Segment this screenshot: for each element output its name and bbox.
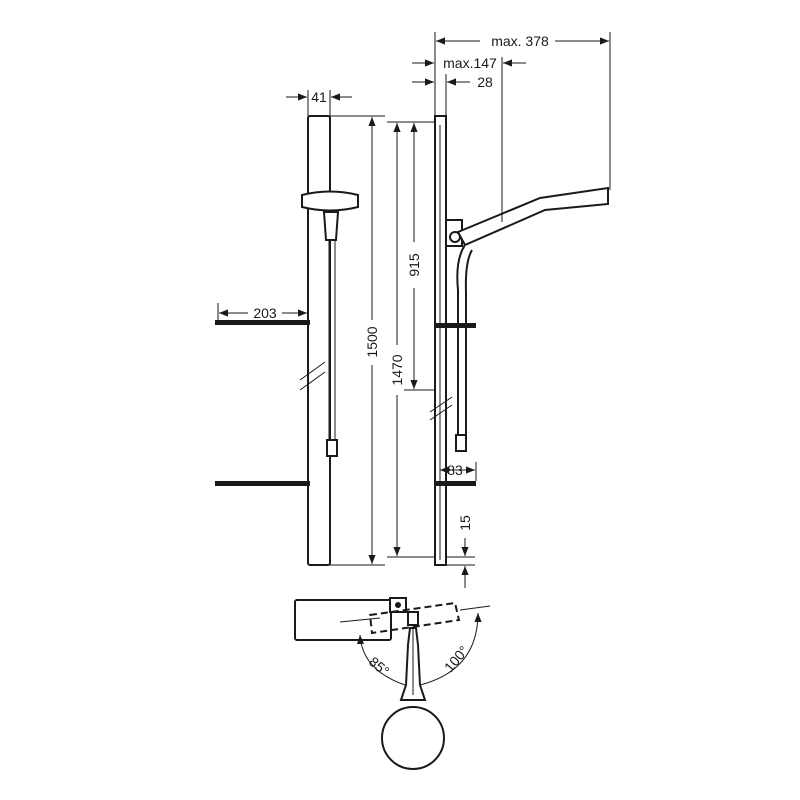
shelf-rotated-dashed	[368, 601, 461, 635]
hose-connector-front	[326, 439, 338, 457]
dim-max-147: max.147	[443, 55, 497, 71]
side-view: max. 378 max.147 28 83 15	[412, 32, 611, 588]
angle-85: 85°	[366, 653, 393, 679]
dim-max-378: max. 378	[491, 33, 549, 49]
break-mark	[299, 361, 326, 391]
shelf-lower-front	[215, 481, 310, 486]
shelf-upper-front	[215, 320, 310, 325]
dim-41: 41	[311, 89, 327, 105]
top-view: 85° 100°	[294, 597, 491, 770]
dim-15: 15	[457, 515, 473, 531]
hand-shower-side	[456, 186, 609, 247]
hose-front	[328, 240, 336, 455]
angle-100: 100°	[441, 643, 472, 675]
shower-head-front	[301, 190, 359, 212]
shelf-lower-side	[436, 481, 476, 486]
dim-203: 203	[253, 305, 277, 321]
dim-28: 28	[477, 74, 493, 90]
shelf-top	[294, 599, 392, 641]
shelf-upper-side	[436, 323, 476, 328]
front-view: 41 203 1500 1470 915	[215, 89, 434, 566]
dim-1470: 1470	[389, 354, 405, 385]
holder-front	[322, 211, 340, 241]
dim-915: 915	[406, 253, 422, 277]
dim-83: 83	[447, 462, 463, 478]
dim-1500: 1500	[364, 326, 380, 357]
shower-head-top	[381, 706, 445, 770]
hose-side	[456, 244, 473, 441]
slide-rail-front	[307, 115, 331, 566]
